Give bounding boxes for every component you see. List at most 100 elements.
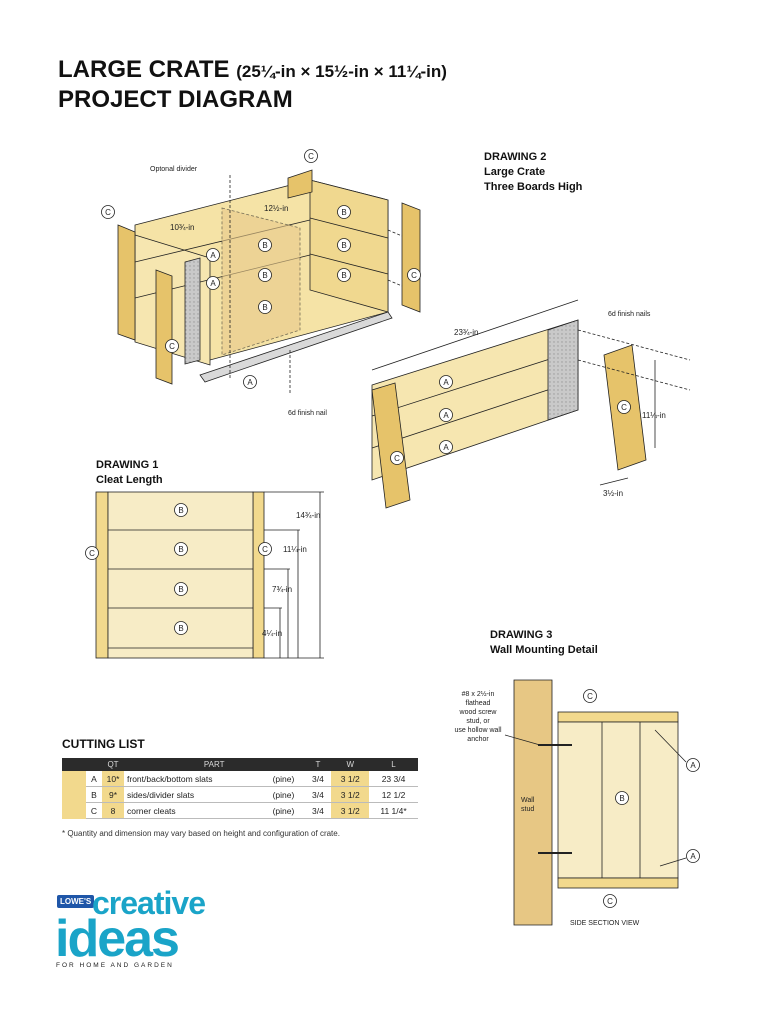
callout-letter: A	[210, 279, 216, 288]
part-callouts	[101, 149, 631, 465]
drawing2-line1: Large Crate	[484, 166, 546, 178]
callout-letter: B	[178, 506, 183, 515]
leader-line	[654, 729, 687, 763]
dim-front: 23¾-in	[454, 328, 478, 337]
callout-b	[337, 205, 351, 219]
drawing3-label: DRAWING 3 Wall Mounting Detail	[490, 628, 598, 658]
cell-id: A	[86, 771, 102, 787]
table-row: A 10* front/back/bottom slats (pine) 3/4…	[62, 771, 418, 787]
callout-c	[101, 205, 115, 219]
callout-letter: C	[169, 342, 175, 351]
cell-material: (pine)	[262, 771, 305, 787]
drawing1-callouts	[85, 503, 272, 635]
dim-cleat-width: 3½-in	[603, 489, 623, 498]
screw-note-line: stud, or	[466, 718, 490, 725]
cell-id: B	[86, 786, 102, 803]
screw-note-line: flathead	[466, 700, 491, 707]
drawing1-dimensions: 14¾-in 11¼-in 7¾-in 4¼-in	[262, 511, 320, 638]
page-title: LARGE CRATE (25¼-in × 15½-in × 11¼-in)	[58, 56, 447, 86]
callout-letter: C	[262, 545, 268, 554]
callout-letter: A	[443, 411, 449, 420]
table-row: B 9* sides/divider slats (pine) 3/4 3 1/…	[62, 786, 418, 803]
screw-note-line: use hollow wall	[454, 727, 502, 734]
col-qt: QT	[102, 758, 124, 771]
col-t: T	[304, 758, 332, 771]
callout-c	[390, 451, 404, 465]
col-blank	[62, 758, 86, 771]
dim-label: 7¾-in	[272, 585, 292, 594]
crate-bottom	[199, 311, 393, 383]
callout-letter: B	[262, 303, 267, 312]
cell-l: 12 1/2	[369, 786, 418, 803]
guide-line	[387, 229, 403, 237]
dim-line	[599, 477, 629, 486]
callout-b	[615, 791, 629, 805]
callout-letter: A	[443, 378, 449, 387]
drawing3-subtitle: Wall Mounting Detail	[490, 644, 598, 656]
cleat-front	[371, 382, 411, 509]
leader-line	[659, 857, 687, 867]
cutting-list-title: CUTTING LIST	[62, 737, 145, 751]
cell-qt: 9*	[102, 786, 124, 803]
cell-part: sides/divider slats	[124, 786, 263, 803]
callout-letter: C	[587, 692, 593, 701]
cell-t: 3/4	[304, 786, 332, 803]
col-w: W	[331, 758, 370, 771]
callout-letter: C	[621, 403, 627, 412]
drawing3-title: DRAWING 3	[490, 629, 553, 641]
callout-a	[439, 408, 453, 422]
callout-letter: C	[394, 454, 400, 463]
drawing1-cleat-length	[95, 491, 324, 659]
callout-letter: B	[262, 271, 267, 280]
callout-b	[258, 268, 272, 282]
col-l: L	[369, 758, 418, 771]
callout-letter: B	[178, 545, 183, 554]
callout-letter: A	[443, 443, 449, 452]
drawing1-title: DRAWING 1	[96, 459, 159, 471]
callout-letter: A	[247, 378, 253, 387]
callout-letter: C	[607, 897, 613, 906]
page-subtitle: PROJECT DIAGRAM	[58, 86, 293, 113]
col-part: PART	[124, 758, 305, 771]
nail-label: 6d finish nail	[288, 410, 327, 417]
row-marker	[62, 786, 86, 803]
drawing1-label: DRAWING 1 Cleat Length	[96, 458, 163, 488]
callout-letter: B	[178, 624, 183, 633]
table-header-row: QT PART T W L	[62, 758, 418, 771]
slat-line	[371, 379, 579, 449]
callout-letter: C	[411, 271, 417, 280]
dim-label: 14¾-in	[296, 511, 320, 520]
callout-b	[337, 268, 351, 282]
cutting-list-footnote: * Quantity and dimension may vary based …	[62, 829, 340, 838]
cell-w: 3 1/2	[331, 786, 370, 803]
screw-note-line: #8 x 2½-in	[462, 690, 495, 698]
drawing3-wall-mount	[504, 679, 687, 926]
callout-a	[206, 248, 220, 262]
end-grain	[184, 257, 201, 365]
callout-letter: C	[105, 208, 111, 217]
nails-label: 6d finish nails	[608, 311, 651, 318]
guide-line	[387, 279, 403, 287]
cell-t: 3/4	[304, 802, 332, 819]
callout-letter: C	[308, 152, 314, 161]
cell-l: 11 1/4*	[369, 802, 418, 819]
callout-letter: B	[262, 241, 267, 250]
callout-a	[686, 758, 700, 772]
cell-material: (pine)	[262, 802, 305, 819]
dim-cleat-height: 11¼-in	[642, 411, 666, 420]
cell-l: 23 3/4	[369, 771, 418, 787]
cell-qt: 8	[102, 802, 124, 819]
callout-c	[583, 689, 597, 703]
leader-line	[504, 734, 541, 746]
callout-c	[85, 546, 99, 560]
callout-a	[439, 375, 453, 389]
callout-letter: B	[178, 585, 183, 594]
callout-letter: A	[690, 852, 696, 861]
cell-id: C	[86, 802, 102, 819]
slat-line	[309, 253, 389, 275]
slat-line	[309, 217, 389, 239]
col-id	[86, 758, 102, 771]
row-marker	[62, 802, 86, 819]
callout-b	[337, 238, 351, 252]
